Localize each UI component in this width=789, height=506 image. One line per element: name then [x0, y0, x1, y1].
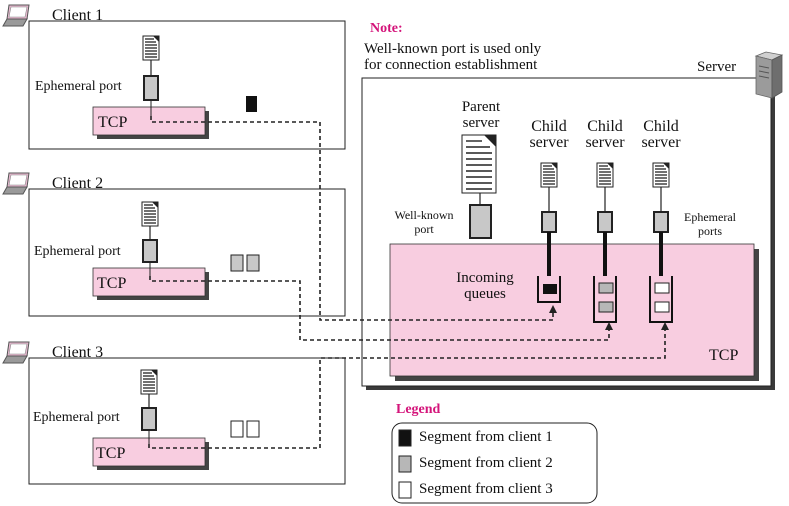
client-3-segment-icon — [246, 420, 260, 438]
child-server-3-label-2: server — [641, 134, 681, 151]
legend-item-2: Segment from client 2 — [419, 455, 553, 471]
laptop-icon — [2, 341, 30, 364]
child-server-1-label-1: Child — [531, 118, 567, 135]
client-2-segment-icon — [246, 254, 260, 272]
client-3-box — [28, 357, 346, 485]
client-1-port-label: Ephemeral port — [35, 79, 122, 94]
client-3-segment-icon — [230, 420, 244, 438]
ephemeral-port-box — [597, 211, 613, 233]
client-2-segment-icon — [230, 254, 244, 272]
client-1-tcp-label: TCP — [98, 114, 128, 131]
parent-server-label-1: Parent — [461, 99, 501, 115]
client-2-box — [28, 188, 346, 317]
laptop-icon — [2, 172, 30, 195]
server-tcp-label: TCP — [709, 347, 739, 364]
ephemeral-port-box — [653, 211, 669, 233]
client-3-process-icon — [140, 369, 158, 395]
child-server-1-icon — [540, 162, 558, 188]
legend-swatch-client-3 — [398, 481, 412, 499]
legend-title: Legend — [396, 402, 441, 417]
server-tower-icon — [755, 51, 783, 99]
legend-item-1: Segment from client 1 — [419, 429, 553, 445]
well-known-port-label-2: port — [414, 222, 434, 236]
client-1-segment-icon — [246, 96, 257, 112]
incoming-queues-label-2: queues — [464, 286, 506, 302]
legend-item-3: Segment from client 3 — [419, 481, 553, 497]
client-3-label: Client 3 — [52, 344, 104, 361]
client-2-label: Client 2 — [52, 175, 104, 192]
well-known-port-label-1: Well-known — [394, 208, 454, 222]
client-3-port-label: Ephemeral port — [33, 410, 120, 425]
ephemeral-ports-label-2: ports — [698, 224, 722, 238]
client-1-process-icon — [142, 35, 160, 61]
client-1-label: Client 1 — [52, 7, 104, 24]
child-server-3-label-1: Child — [643, 118, 679, 135]
queue-3 — [649, 276, 673, 323]
queue-2 — [593, 276, 617, 323]
child-server-1-label-2: server — [529, 134, 569, 151]
legend-box — [391, 422, 598, 504]
client-2-tcp-label: TCP — [97, 275, 127, 292]
laptop-icon — [2, 4, 30, 27]
parent-server-label-2: server — [462, 115, 500, 131]
legend-swatch-client-2 — [398, 455, 412, 473]
ephemeral-ports-label-1: Ephemeral — [684, 210, 736, 224]
child-server-3-icon — [652, 162, 670, 188]
legend-swatch-client-1 — [398, 429, 412, 447]
queue-1 — [537, 276, 561, 303]
server-label: Server — [697, 59, 737, 75]
client-2-process-icon — [141, 201, 159, 227]
note-line-1: Well-known port is used only — [364, 41, 542, 57]
client-3-tcp-label: TCP — [96, 445, 126, 462]
connection-lines — [148, 116, 666, 449]
well-known-port-box — [469, 204, 492, 239]
note-title: Note: — [370, 21, 403, 36]
ephemeral-port-box — [541, 211, 557, 233]
server-box — [361, 77, 775, 390]
arrowheads — [549, 305, 669, 330]
parent-server-icon — [461, 134, 497, 194]
client-2-port-label: Ephemeral port — [34, 244, 121, 259]
note-line-2: for connection establishment — [364, 57, 538, 73]
child-server-2-icon — [596, 162, 614, 188]
child-server-2-label-2: server — [585, 134, 625, 151]
child-server-2-label-1: Child — [587, 118, 623, 135]
client-1-box — [28, 20, 346, 150]
incoming-queues-label-1: Incoming — [456, 270, 514, 286]
